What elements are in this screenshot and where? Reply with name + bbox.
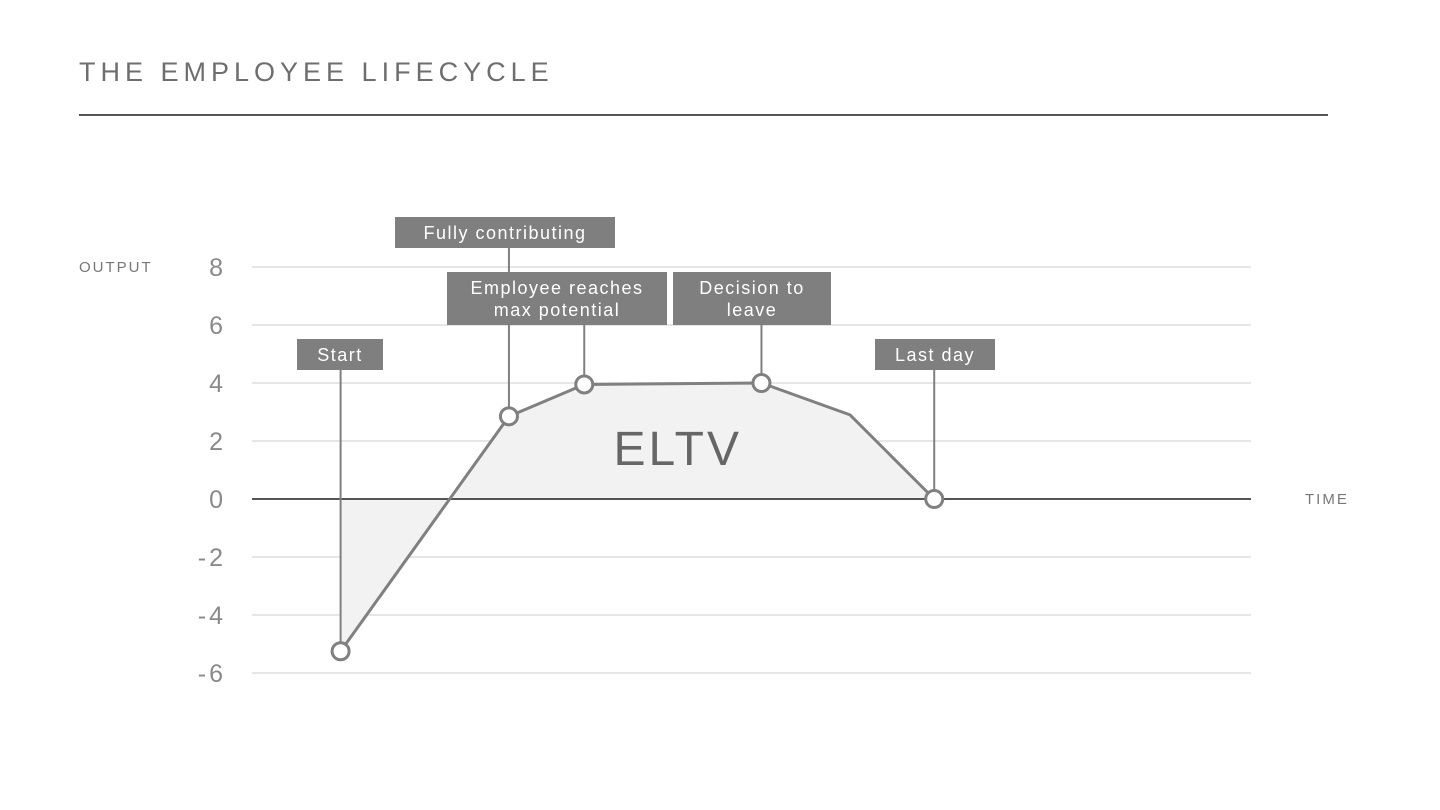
eltv-label: ELTV (613, 423, 741, 476)
milestone-marker (924, 489, 945, 509)
y-axis-label: OUTPUT (79, 259, 153, 276)
milestone-marker (330, 641, 351, 662)
callout-label: Fully contributing (423, 223, 586, 243)
x-axis-label: TIME (1305, 491, 1349, 508)
y-tick-label: -4 (198, 602, 226, 630)
callout-box (297, 339, 383, 370)
page-title: THE EMPLOYEE LIFECYCLE (79, 57, 554, 87)
callout-box (875, 339, 995, 370)
eltv-area (340, 383, 935, 652)
series-line (339, 381, 936, 653)
milestone-marker (751, 373, 772, 393)
callout-box (673, 272, 831, 325)
callout-box (447, 272, 667, 325)
y-tick-label: -2 (198, 544, 226, 572)
y-tick-label: 0 (209, 486, 226, 514)
y-tick-label: -6 (198, 660, 226, 688)
y-tick-label: 6 (209, 312, 226, 340)
callout-box (395, 217, 615, 248)
callout-label: Last day (895, 345, 975, 365)
callout-label: Employee reaches (470, 278, 643, 298)
callout-label: leave (727, 300, 778, 320)
y-tick-label: 8 (209, 254, 226, 282)
eltv-layer: ELTV (613, 423, 741, 476)
y-tick-label: 4 (209, 370, 226, 398)
area-layer (340, 383, 935, 652)
y-ticks: 8 6 4 2 0 -2 -4 -6 (198, 254, 226, 688)
milestone-marker (498, 406, 519, 427)
callout-label: max potential (494, 300, 621, 320)
y-tick-label: 2 (209, 428, 226, 456)
callout-label: Decision to (699, 278, 805, 298)
milestone-markers (330, 373, 945, 662)
title-divider (79, 114, 1328, 116)
series-line-layer (339, 381, 936, 653)
callout-label: Start (317, 345, 363, 365)
milestone-marker (574, 374, 595, 395)
